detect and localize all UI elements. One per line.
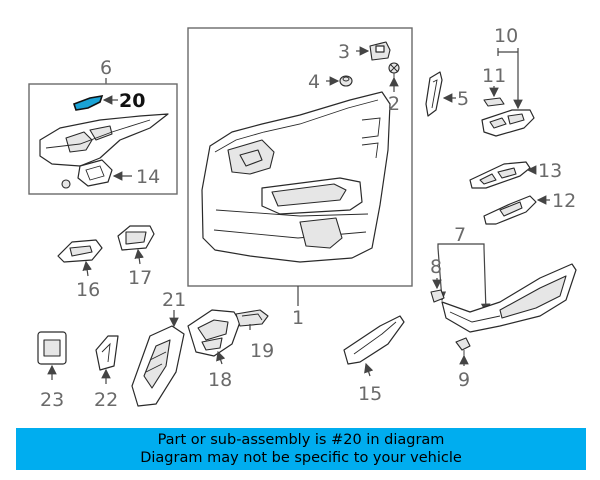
leader-7-bracket — [437, 243, 485, 248]
parts-diagram: 1 2 3 4 5 6 20 — [28, 25, 577, 411]
leader-7b — [480, 247, 491, 314]
part-21-master-switch[interactable] — [131, 325, 185, 407]
callout-4[interactable]: 4 — [308, 71, 320, 93]
part-18-switch-bezel[interactable] — [187, 309, 241, 357]
callout-14[interactable]: 14 — [136, 166, 160, 188]
callout-17[interactable]: 17 — [128, 267, 152, 289]
leader-18 — [216, 350, 226, 365]
part-5-garnish[interactable] — [425, 71, 443, 117]
part-20-highlighted[interactable] — [72, 94, 104, 111]
part-15-garnish[interactable] — [343, 315, 405, 365]
part-2-clip[interactable] — [388, 62, 400, 86]
callout-3[interactable]: 3 — [338, 41, 350, 63]
callout-11[interactable]: 11 — [482, 65, 506, 87]
part-13-switch-panel[interactable] — [469, 161, 531, 189]
part-9-clip[interactable] — [455, 337, 471, 356]
callout-9[interactable]: 9 — [458, 369, 470, 391]
part-19-switch[interactable] — [235, 309, 269, 327]
callout-1[interactable]: 1 — [292, 307, 304, 329]
info-banner: Part or sub-assembly is #20 in diagram D… — [16, 428, 586, 470]
part-1-frame — [187, 27, 413, 287]
banner-line-2: Diagram may not be specific to your vehi… — [140, 450, 462, 466]
callout-7[interactable]: 7 — [454, 224, 466, 246]
part-11-switch-knob[interactable] — [483, 97, 505, 107]
callout-23[interactable]: 23 — [40, 389, 64, 411]
part-4-grommet[interactable] — [339, 75, 353, 87]
callout-8[interactable]: 8 — [430, 256, 442, 278]
callout-16[interactable]: 16 — [76, 279, 100, 301]
leader-10-bracket — [497, 48, 519, 56]
callout-10[interactable]: 10 — [494, 25, 518, 47]
part-22-bracket[interactable] — [95, 335, 119, 371]
callout-20[interactable]: 20 — [119, 90, 145, 112]
part-3-bracket[interactable] — [369, 41, 391, 61]
part-12-switch-panel[interactable] — [483, 195, 537, 225]
part-10-window-switch[interactable] — [481, 109, 535, 137]
leader-15 — [364, 362, 374, 377]
leader-16 — [82, 260, 92, 277]
callout-19[interactable]: 19 — [250, 340, 274, 362]
callout-13[interactable]: 13 — [538, 160, 562, 182]
part-7-lower-trim[interactable] — [441, 263, 577, 333]
part-14-bezel[interactable] — [61, 159, 113, 189]
leader-17 — [134, 248, 144, 265]
part-16-switch[interactable] — [57, 239, 103, 263]
callout-15[interactable]: 15 — [358, 383, 382, 405]
banner-line-1: Part or sub-assembly is #20 in diagram — [157, 432, 445, 448]
callout-5[interactable]: 5 — [457, 88, 469, 110]
callout-2[interactable]: 2 — [388, 93, 400, 115]
part-23-switch[interactable] — [37, 331, 67, 365]
part-8-screw[interactable] — [430, 289, 445, 303]
callout-12[interactable]: 12 — [552, 190, 576, 212]
part-6-trim-assembly[interactable] — [28, 83, 178, 195]
part-17-switch[interactable] — [117, 225, 155, 251]
part-6-frame — [28, 83, 178, 195]
part-1-door-trim-panel[interactable] — [187, 27, 413, 287]
callout-6[interactable]: 6 — [100, 57, 112, 79]
callout-21[interactable]: 21 — [162, 289, 186, 311]
callout-18[interactable]: 18 — [208, 369, 232, 391]
callout-22[interactable]: 22 — [94, 389, 118, 411]
